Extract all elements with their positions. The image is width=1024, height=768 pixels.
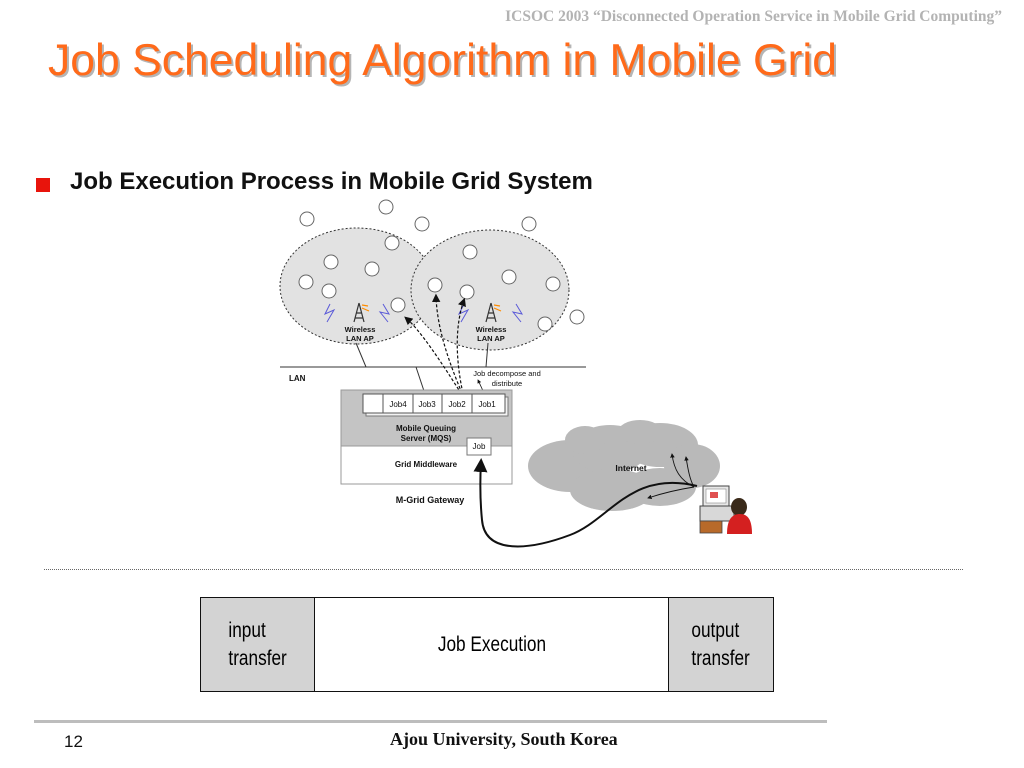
job-execution-label: Job Execution [437, 632, 546, 656]
wireless-ap-right-icon [457, 302, 524, 323]
input-transfer-segment: input transfer [201, 598, 315, 691]
wireless-cell-right [410, 229, 570, 351]
input-transfer-label: input transfer [228, 619, 287, 670]
bullet-marker [36, 178, 50, 192]
job-execution-segment: Job Execution [315, 598, 668, 691]
execution-timeline: input transfer Job Execution output tran… [200, 597, 774, 692]
internet-cloud [528, 420, 720, 511]
wireless-ap-left-icon [323, 302, 391, 323]
mobile-grid-diagram: Wireless LAN AP Wireless LAN AP LAN Job … [279, 199, 752, 548]
incoming-job-box [466, 437, 492, 456]
queue-job3: Job3 [418, 400, 436, 409]
ap-right-label-2: LAN AP [477, 334, 505, 343]
page-number: 12 [64, 732, 83, 751]
ap-left-label-2: LAN AP [346, 334, 374, 343]
mqs-label-2: Server (MQS) [401, 434, 452, 443]
user-computer-icon [699, 485, 752, 534]
lan-label: LAN [289, 374, 306, 383]
job-submission-arrow [473, 458, 698, 548]
footer-rule [34, 720, 827, 723]
incoming-job-label: Job [473, 442, 486, 451]
slide-title: Job Scheduling Algorithm in Mobile Grid [48, 36, 838, 85]
output-transfer-label: output transfer [691, 619, 751, 670]
distribute-arrow-3 [404, 316, 465, 399]
gateway-label: M-Grid Gateway [396, 495, 465, 505]
distribute-arrow-2 [456, 297, 466, 399]
ap-left-label-1: Wireless [345, 325, 376, 334]
conference-note: ICSOC 2003 “Disconnected Operation Servi… [505, 8, 1002, 25]
internet-label: Internet [615, 463, 646, 473]
ap-right-label-1: Wireless [476, 325, 507, 334]
section-divider [44, 569, 963, 570]
mqs-label-1: Mobile Queuing [396, 424, 456, 433]
job-queue [362, 393, 506, 414]
queue-job4: Job4 [389, 400, 407, 409]
distribute-arrow-1 [431, 293, 465, 399]
queue-job2: Job2 [448, 400, 466, 409]
bullet-heading: Job Execution Process in Mobile Grid Sys… [70, 168, 593, 195]
middleware-label: Grid Middleware [395, 460, 458, 469]
output-transfer-segment: output transfer [668, 598, 773, 691]
queue-job1: Job1 [478, 400, 496, 409]
footer-affiliation: Ajou University, South Korea [390, 729, 618, 749]
decompose-label-1: Job decompose and [473, 369, 541, 378]
decompose-label-2: distribute [492, 379, 522, 388]
mobile-nodes [298, 199, 585, 332]
